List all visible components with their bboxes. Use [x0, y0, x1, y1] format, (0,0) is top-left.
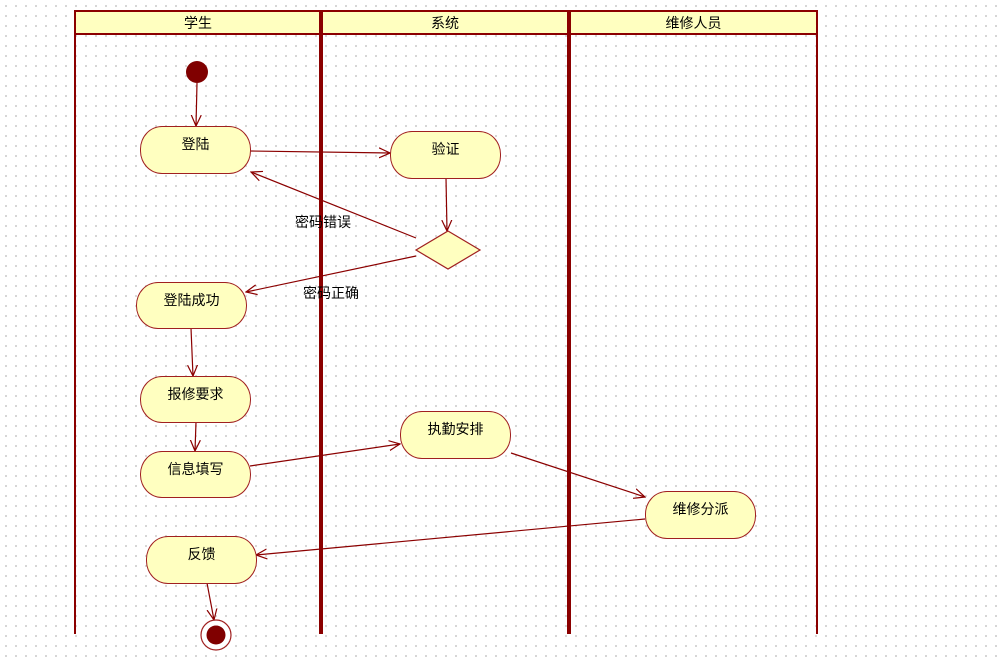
guard-correct-password: 密码正确: [303, 286, 359, 302]
activity-duty-schedule-label: 执勤安排: [427, 422, 484, 438]
activity-verify-label: 验证: [431, 142, 460, 158]
activity-fill-info-label: 信息填写: [167, 462, 224, 478]
transition-verify-to-decision: [446, 177, 447, 231]
activity-login-success[interactable]: 登陆成功: [136, 282, 247, 329]
activity-repair-dispatch[interactable]: 维修分派: [645, 491, 756, 539]
transition-start-to-login: [196, 82, 197, 126]
activity-repair-dispatch-label: 维修分派: [672, 502, 729, 518]
activity-repair-request[interactable]: 报修要求: [140, 376, 251, 423]
activity-verify[interactable]: 验证: [390, 131, 501, 179]
guard-wrong-password: 密码错误: [295, 215, 351, 231]
lane-header-system: 系统: [321, 10, 569, 35]
activity-repair-request-label: 报修要求: [167, 387, 224, 403]
transition-feedback-to-end: [206, 582, 214, 620]
transition-request-to-fill-info: [195, 421, 196, 451]
activity-login-label: 登陆: [181, 137, 210, 153]
decision-node[interactable]: [414, 230, 482, 270]
transition-login-to-verify: [249, 151, 390, 153]
lane-header-repair-staff: 维修人员: [569, 10, 818, 35]
transition-fill-info-to-schedule: [249, 444, 400, 467]
activity-feedback-label: 反馈: [187, 547, 216, 563]
final-node-core: [206, 625, 226, 645]
transition-schedule-to-dispatch: [510, 452, 645, 497]
transition-decision-to-login: [251, 172, 417, 239]
activity-login[interactable]: 登陆: [140, 126, 251, 174]
initial-node[interactable]: [186, 61, 208, 83]
activity-duty-schedule[interactable]: 执勤安排: [400, 411, 511, 459]
activity-fill-info[interactable]: 信息填写: [140, 451, 251, 498]
lane-header-student: 学生: [75, 10, 321, 35]
activity-feedback[interactable]: 反馈: [146, 536, 257, 584]
transition-dispatch-to-feedback: [256, 518, 646, 555]
activity-login-success-label: 登陆成功: [163, 293, 220, 309]
transition-decision-to-login-success: [246, 255, 417, 292]
transition-login-success-to-request: [191, 327, 193, 376]
